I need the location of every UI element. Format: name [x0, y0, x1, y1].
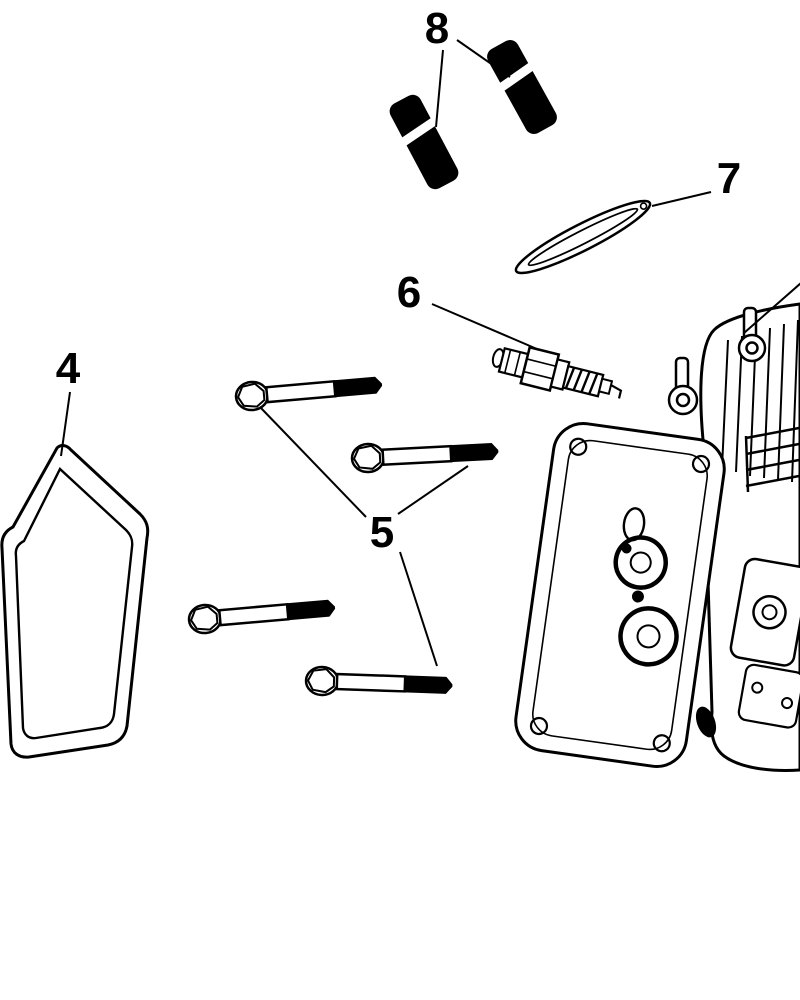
leader-5-b — [397, 465, 469, 515]
bolt-hole — [529, 716, 549, 736]
rocker-studs — [667, 306, 767, 416]
flange-bolt-4 — [304, 665, 454, 701]
valve-spring — [744, 426, 800, 493]
leader-7 — [651, 191, 712, 207]
callout-8: 8 — [424, 4, 450, 53]
flange-bolt-1 — [233, 369, 384, 413]
callout-4: 4 — [55, 344, 81, 393]
leader-4 — [60, 391, 71, 457]
callout-6: 6 — [396, 268, 422, 317]
leader-offscreen-right — [743, 282, 800, 334]
cylinder-head-assembly — [514, 302, 800, 772]
leader-5-a — [259, 406, 367, 518]
valve-cover-gasket — [0, 444, 150, 759]
callout-5: 5 — [369, 508, 395, 557]
manifold-flange — [729, 557, 800, 667]
valve-intake — [613, 535, 668, 590]
callout-7: 7 — [716, 154, 742, 203]
leader-6 — [431, 303, 538, 350]
manifold-gasket — [737, 663, 800, 729]
head-shadow-detail — [695, 706, 717, 738]
valve-seal-left — [383, 91, 463, 195]
leader-8-right — [456, 39, 511, 78]
rocker-blade — [514, 199, 652, 275]
bolt-hole — [569, 437, 588, 456]
valve-exhaust — [618, 606, 679, 667]
spark-plug — [491, 345, 623, 399]
leader-8-left — [435, 49, 444, 128]
bolt-hole — [652, 734, 671, 753]
leader-5-c — [399, 551, 438, 667]
flange-bolt-2 — [350, 435, 500, 475]
head-face-plate — [514, 422, 726, 768]
valve-seal-right — [480, 36, 562, 139]
flange-bolt-3 — [186, 592, 337, 636]
bolt-hole — [691, 454, 711, 474]
leader-lines — [60, 39, 800, 667]
